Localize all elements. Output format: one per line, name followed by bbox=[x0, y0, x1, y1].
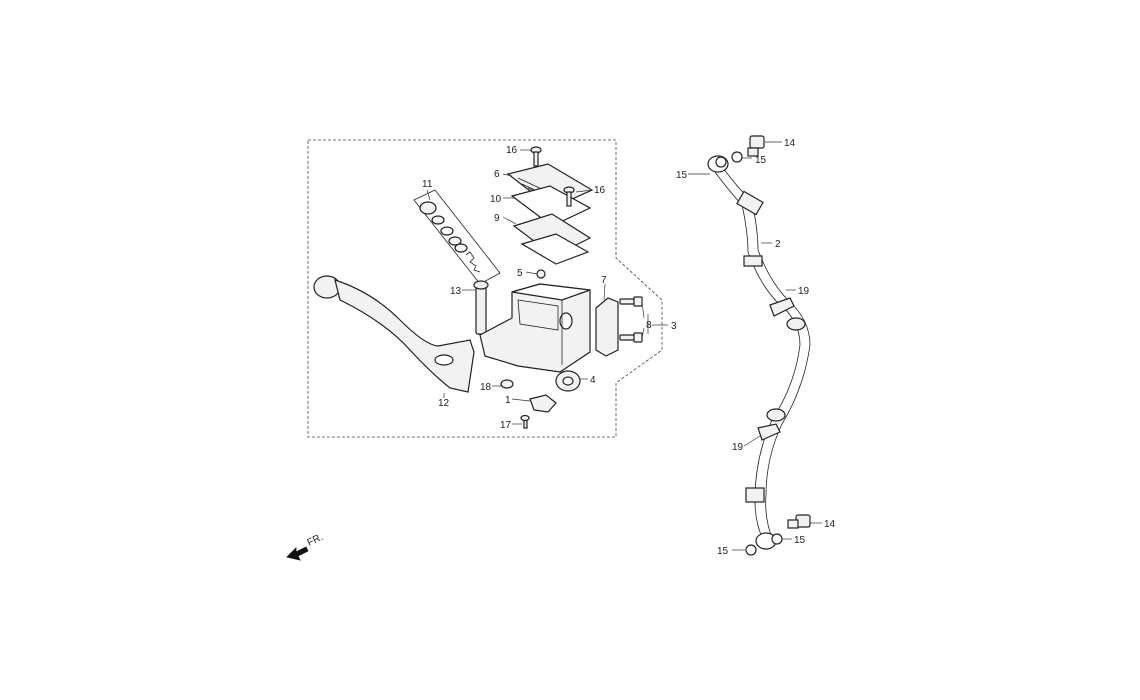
washer-15d bbox=[771, 533, 783, 545]
label-7: 7 bbox=[601, 275, 607, 286]
hose-clamp-lower bbox=[757, 423, 781, 441]
oil-bolt-upper bbox=[747, 135, 765, 157]
cap-plate bbox=[510, 185, 592, 227]
label-17: 17 bbox=[500, 420, 512, 431]
label-6: 6 bbox=[494, 169, 500, 180]
boot bbox=[555, 370, 581, 392]
label-16-lower: 16 bbox=[594, 185, 606, 196]
label-12: 12 bbox=[438, 398, 450, 409]
piston-set bbox=[413, 189, 501, 285]
brake-hose bbox=[707, 155, 811, 550]
label-19-lower: 19 bbox=[732, 442, 744, 453]
washer-18 bbox=[500, 379, 514, 389]
washer-15a bbox=[715, 156, 727, 168]
brake-lever bbox=[313, 275, 475, 393]
brake-light-switch bbox=[529, 394, 557, 413]
leader-lines bbox=[426, 141, 822, 551]
label-14-lower: 14 bbox=[824, 519, 836, 530]
label-2: 2 bbox=[775, 239, 781, 250]
callout-labels: 16 6 10 9 16 11 5 13 7 8 3 4 18 1 17 12 … bbox=[422, 138, 836, 557]
switch-screw bbox=[520, 414, 530, 429]
label-14-upper: 14 bbox=[784, 138, 796, 149]
holder-clamp bbox=[595, 297, 619, 357]
label-4: 4 bbox=[590, 375, 596, 386]
label-15-lower-left: 15 bbox=[717, 546, 729, 557]
label-15-lower-right: 15 bbox=[794, 535, 806, 546]
label-19-upper: 19 bbox=[798, 286, 810, 297]
hose-clamp-upper bbox=[769, 297, 795, 317]
label-1: 1 bbox=[505, 395, 511, 406]
front-label: FR. bbox=[306, 532, 325, 549]
label-16-upper: 16 bbox=[506, 145, 518, 156]
holder-bolts bbox=[619, 296, 643, 343]
label-10: 10 bbox=[490, 194, 502, 205]
label-13: 13 bbox=[450, 286, 462, 297]
label-15-upper-left: 15 bbox=[676, 170, 688, 181]
washer-15c bbox=[745, 544, 757, 556]
label-11: 11 bbox=[422, 179, 433, 190]
master-cylinder-body bbox=[479, 283, 591, 373]
assembly-boundary bbox=[307, 139, 663, 438]
label-5: 5 bbox=[517, 268, 523, 279]
front-direction-arrow: FR. bbox=[286, 532, 325, 561]
arrow-icon bbox=[286, 546, 309, 561]
label-15-upper-right: 15 bbox=[755, 155, 767, 166]
oil-bolt-lower bbox=[787, 514, 811, 529]
label-3: 3 bbox=[671, 321, 677, 332]
label-9: 9 bbox=[494, 213, 500, 224]
diaphragm bbox=[512, 213, 592, 265]
label-8: 8 bbox=[646, 320, 652, 331]
washer-15b bbox=[731, 151, 743, 163]
pivot-bolt bbox=[473, 280, 489, 335]
screw-5 bbox=[536, 269, 546, 279]
label-18: 18 bbox=[480, 382, 492, 393]
